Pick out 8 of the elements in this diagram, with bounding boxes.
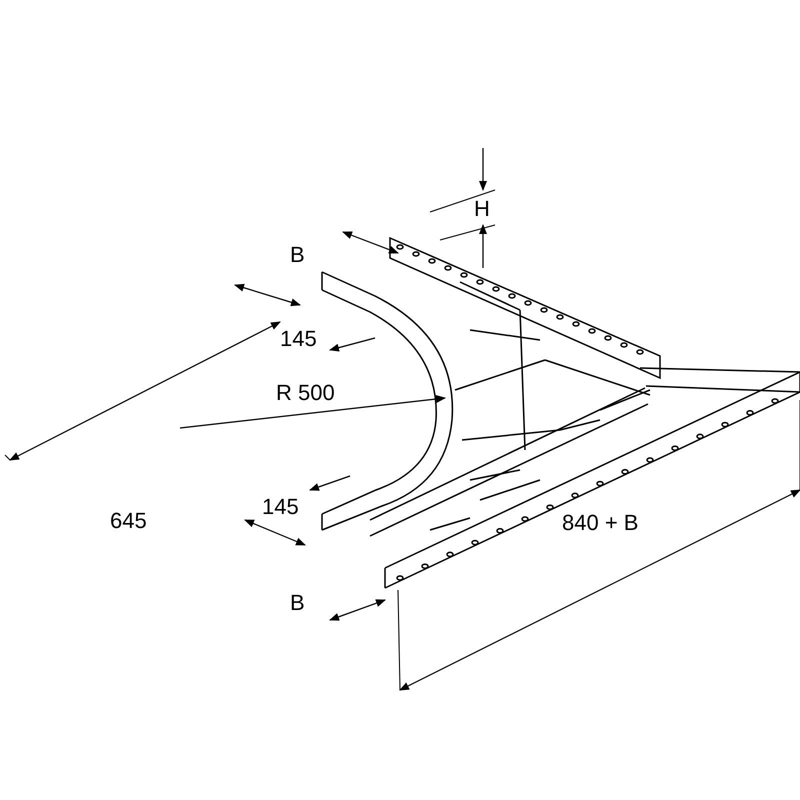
dimension-label: 145 xyxy=(262,496,299,518)
dimension-label: R 500 xyxy=(276,382,335,404)
dimension-label: H xyxy=(474,198,490,220)
dimension-label: 145 xyxy=(280,328,317,350)
dimension-label: B xyxy=(290,244,305,266)
dimension-label: B xyxy=(290,592,305,614)
dimension-label: 645 xyxy=(110,510,147,532)
dimension-label: 840 + B xyxy=(562,512,638,534)
